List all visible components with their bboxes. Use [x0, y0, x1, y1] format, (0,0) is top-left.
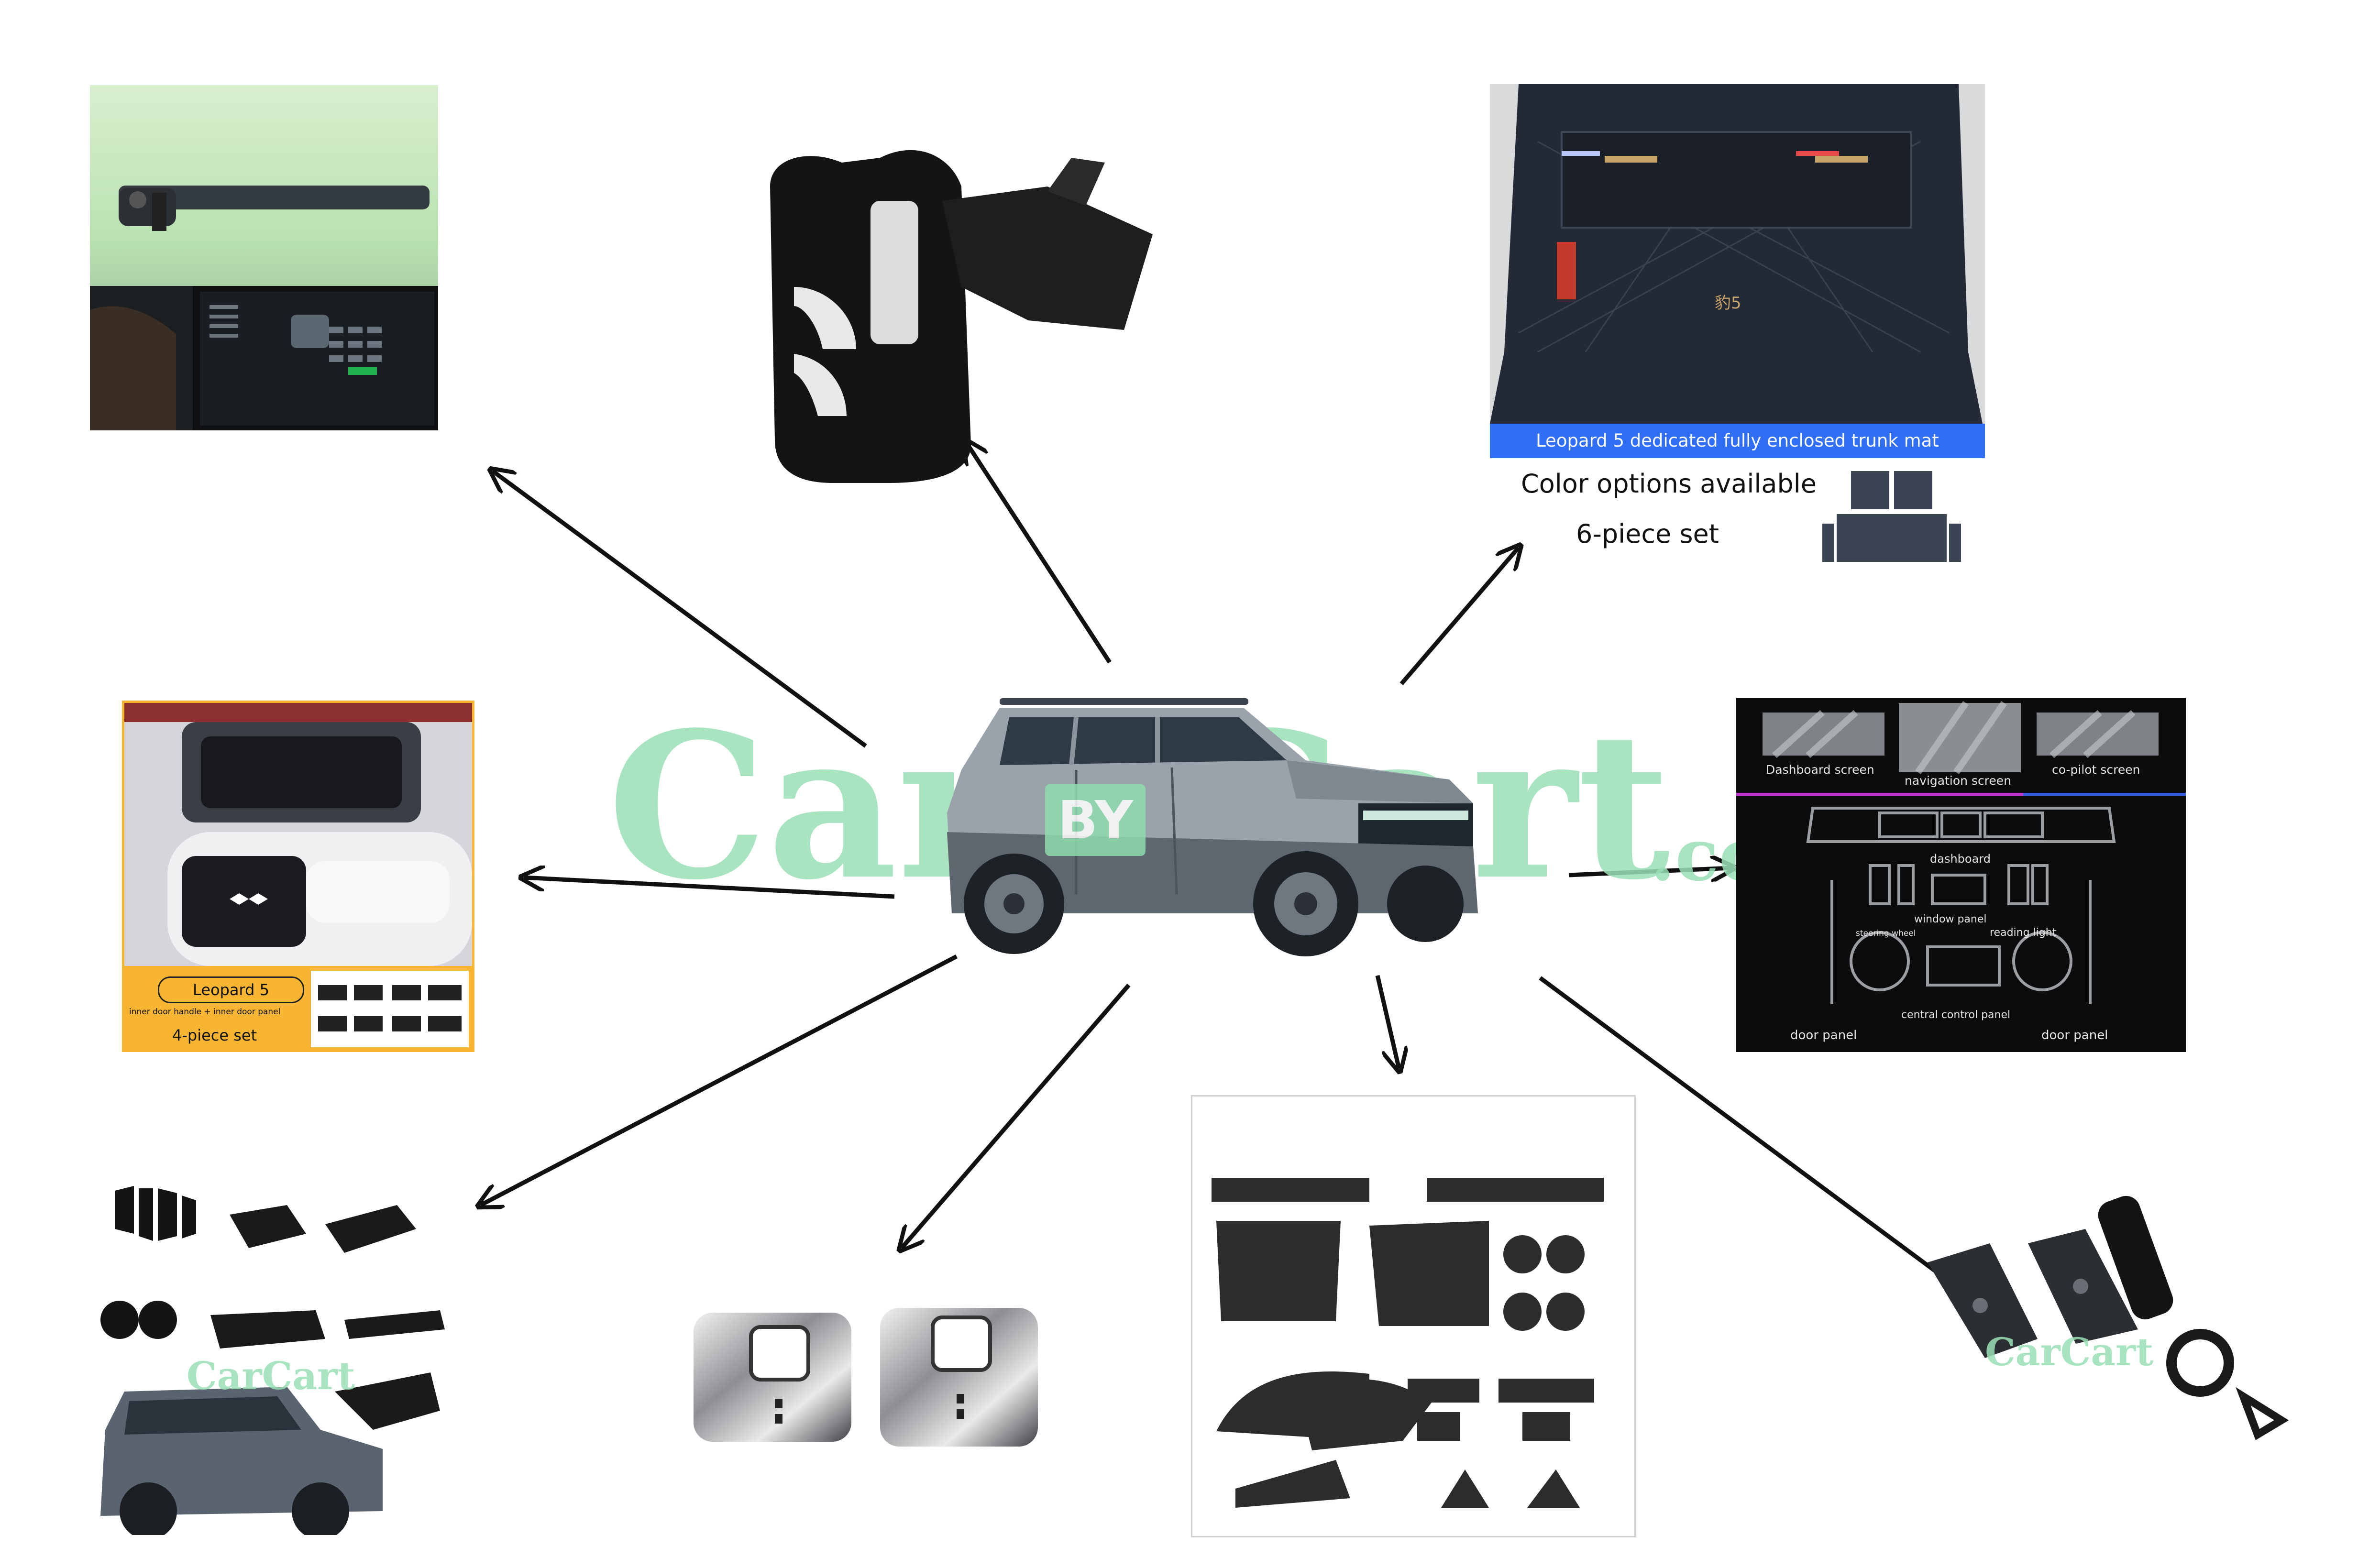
key-case-watermark-word1: Car	[1985, 1329, 2060, 1374]
organizer-set-image	[100, 1186, 445, 1535]
key-case-watermark-word2: Cart	[2060, 1329, 2154, 1374]
door-handle-desc: inner door handle + inner door panel	[129, 1007, 281, 1017]
key-case-watermark: CarCart	[1985, 1329, 2153, 1374]
organizer-watermark: CarCart	[187, 1353, 355, 1398]
arrow-to-door-panel	[524, 877, 895, 899]
trunk-mat-emblem: 豹5	[1715, 294, 1741, 313]
watermark-word-car: Car	[607, 689, 1003, 924]
gear-shift-cover-image	[694, 1308, 1038, 1447]
panel-phone-holder	[90, 85, 438, 430]
door-handle-pieces-image	[311, 971, 469, 1047]
phone-holder-image	[90, 186, 438, 430]
trunk-mat-color-options: Color options available	[1521, 469, 1817, 499]
key-case-image	[1928, 1195, 2289, 1440]
trunk-mat-banner: Leopard 5 dedicated fully enclosed trunk…	[1490, 424, 1985, 458]
slot-mats-image	[1212, 1178, 1604, 1508]
label-dashboard: dashboard	[1930, 852, 1991, 866]
label-window-panel: window panel	[1914, 913, 1987, 925]
door-handle-title: Leopard 5	[158, 976, 304, 1003]
arrow-to-slot-mats	[1375, 975, 1399, 1069]
label-reading-light: reading light	[1990, 927, 2057, 939]
arrow-to-screen-film	[1568, 868, 1731, 875]
panel-door-handle: Leopard 5 inner door handle + inner door…	[122, 701, 474, 1052]
label-navigation-screen: navigation screen	[1905, 774, 2012, 788]
label-dashboard-screen: Dashboard screen	[1766, 763, 1874, 777]
door-handle-count: 4-piece set	[172, 1026, 257, 1044]
label-central-control-panel: central control panel	[1901, 1009, 2011, 1021]
leopard-5-car-image	[947, 698, 1478, 956]
organizer-watermark-word2: Cart	[262, 1353, 355, 1398]
label-door-panel-left: door panel	[1790, 1028, 1857, 1042]
arrow-to-organizer-set	[481, 954, 958, 1205]
panel-screen-film: Dashboard screen navigation screen co-pi…	[1736, 698, 2186, 1052]
arrow-to-cup-holder	[966, 442, 1112, 664]
arrow-to-trunk-mat	[1399, 548, 1519, 685]
organizer-watermark-word1: Car	[187, 1353, 262, 1398]
arrow-to-key-case	[1539, 976, 1985, 1308]
trunk-mat-image	[1490, 84, 1985, 424]
trunk-mat-piece-count: 6-piece set	[1576, 519, 1719, 549]
screen-film-image	[1736, 701, 2186, 1004]
label-steering-wheel: steering wheel	[1856, 929, 1916, 938]
door-handle-image	[124, 703, 472, 968]
trunk-mat-pieces-image	[1822, 471, 1961, 562]
label-door-panel-right: door panel	[2041, 1028, 2108, 1042]
watermark-badge: BY	[1045, 784, 1146, 856]
panel-slot-mats	[1191, 1095, 1636, 1537]
label-copilot-screen: co-pilot screen	[2052, 763, 2140, 777]
arrow-to-phone-holder	[493, 471, 867, 748]
arrow-to-gear-cover	[902, 984, 1131, 1248]
cup-holder-image	[770, 150, 1153, 483]
panel-trunk-mat: 豹5 Leopard 5 dedicated fully enclosed tr…	[1490, 84, 1985, 458]
